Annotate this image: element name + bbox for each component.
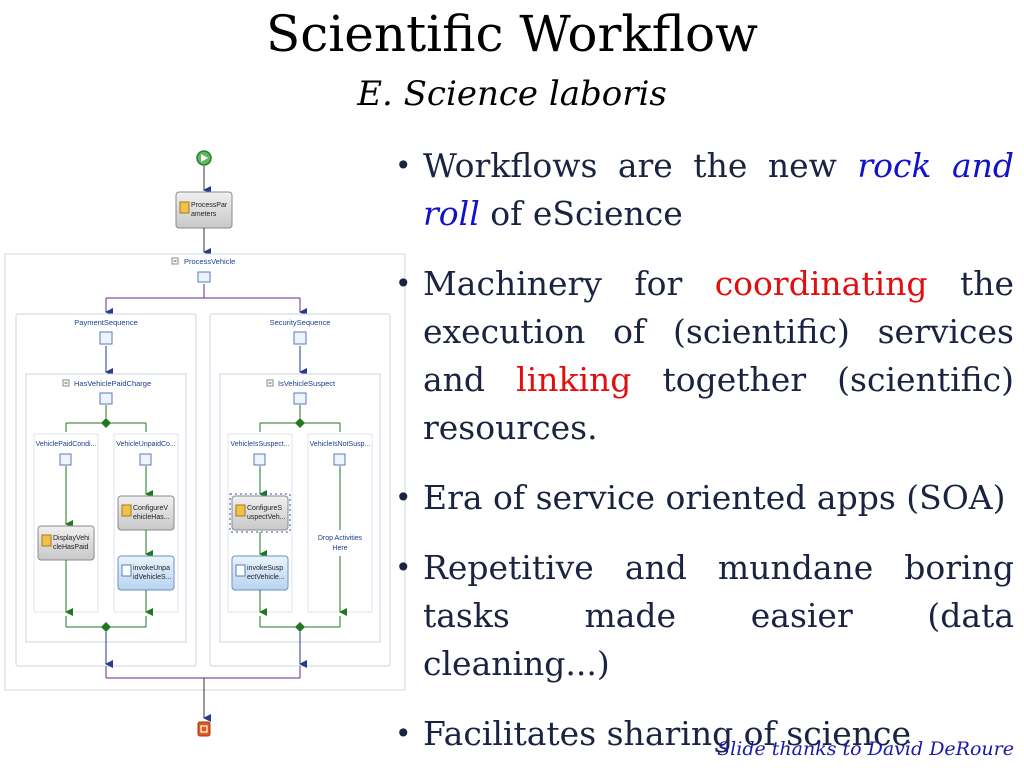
- slide-subtitle: E. Science laboris: [357, 74, 667, 114]
- merge-diamond: [101, 622, 111, 632]
- activity-label: uspectVeh...: [247, 514, 286, 521]
- activity-display-vehicle[interactable]: DisplayVehi cleHasPaid: [37, 525, 95, 561]
- highlight-rock-and-roll: rock and roll: [423, 146, 1014, 233]
- bullet-item: Machinery for coordinating the execution…: [392, 260, 1014, 452]
- sequence-icon: [293, 331, 307, 345]
- branch-icon: [59, 453, 72, 466]
- branch-icon: [253, 453, 266, 466]
- container-label: ProcessVehicle: [184, 257, 235, 266]
- activity-configure-suspect[interactable]: ConfigureS uspectVeh...: [229, 493, 291, 533]
- sequence-label: SecuritySequence: [270, 318, 331, 327]
- branch-label: VehiclePaidCondi...: [36, 441, 97, 448]
- drop-activities-placeholder[interactable]: Drop Activities Here: [318, 535, 363, 552]
- bullet-item: Facilitates sharing of science: [392, 710, 1014, 758]
- end-node: [197, 721, 211, 737]
- activity-label: ehicleHas...: [133, 514, 170, 521]
- activity-label: idVehicleS...: [133, 574, 172, 581]
- slide-title: Scientific Workflow: [266, 5, 758, 63]
- ifelse-icon: [99, 392, 113, 405]
- activity-process-parameters[interactable]: ProcessPar ameters: [175, 191, 233, 229]
- branch-label: VehicleIsNotSusp...: [310, 441, 371, 448]
- start-node: [196, 150, 212, 166]
- activity-label: ectVehicle...: [247, 574, 285, 581]
- activity-label: ConfigureS: [247, 505, 282, 512]
- sequence-icon: [99, 331, 113, 345]
- bullet-item: Workflows are the new rock and roll of e…: [392, 142, 1014, 238]
- activity-label: ConfigureV: [133, 505, 168, 512]
- placeholder-label: Here: [332, 545, 347, 552]
- activity-configure-vehicle[interactable]: ConfigureV ehicleHas...: [117, 495, 175, 531]
- activity-label: invokeSusp: [247, 565, 283, 572]
- selection-outline: [229, 493, 291, 533]
- bullet-item: Era of service oriented apps (SOA): [392, 474, 1014, 522]
- branch-label: VehicleUnpaidCo...: [116, 441, 176, 448]
- activity-label: cleHasPaid: [53, 544, 89, 551]
- highlight-coordinating: coordinating: [714, 264, 928, 303]
- parallel-icon: [197, 271, 211, 283]
- placeholder-label: Drop Activities: [318, 535, 363, 542]
- ifelse-icon: [293, 392, 307, 405]
- ifelse-label: HasVehiclePaidCharge: [74, 379, 151, 388]
- ifelse-label: IsVehicleSuspect: [278, 379, 336, 388]
- merge-diamond: [295, 622, 305, 632]
- activity-label: invokeUnpa: [133, 565, 170, 572]
- slide-credit: Slide thanks to David DeRoure: [717, 738, 1014, 760]
- activity-label: ProcessPar: [191, 202, 228, 209]
- branch-label: VehicleIsSuspect...: [230, 441, 289, 448]
- sequence-label: PaymentSequence: [74, 318, 137, 327]
- activity-invoke-suspect[interactable]: invokeSusp ectVehicle...: [231, 555, 289, 591]
- bullet-item: Repetitive and mundane boring tasks made…: [392, 544, 1014, 688]
- workflow-diagram: ProcessPar ameters ProcessVehicle Paymen…: [4, 150, 406, 737]
- branch-icon: [139, 453, 152, 466]
- activity-label: ameters: [191, 211, 217, 218]
- branch-icon: [333, 453, 346, 466]
- activity-label: DisplayVehi: [53, 535, 90, 542]
- activity-invoke-unpaid[interactable]: invokeUnpa idVehicleS...: [117, 555, 175, 591]
- bullet-list: Workflows are the new rock and roll of e…: [392, 142, 1014, 780]
- highlight-linking: linking: [516, 360, 632, 399]
